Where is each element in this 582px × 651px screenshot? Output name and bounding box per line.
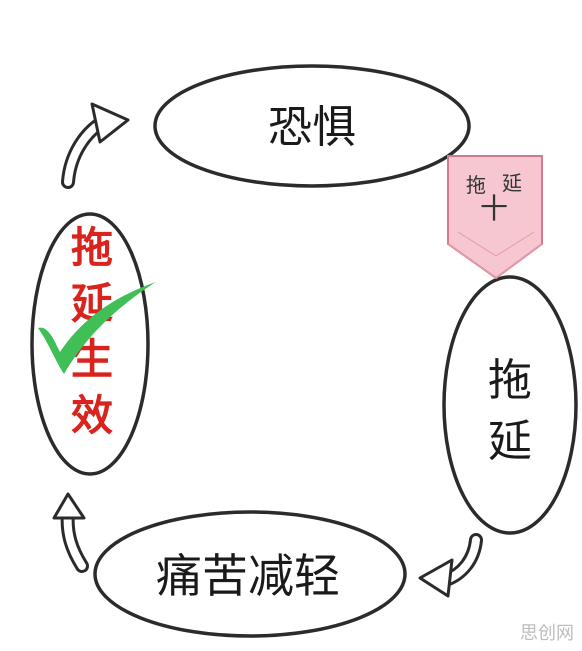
- effective-label-4: 效: [71, 391, 113, 440]
- fear-node: [153, 64, 471, 188]
- check-mark-icon: [38, 282, 156, 374]
- procrastinate-label-1: 拖: [488, 355, 532, 406]
- tag-text-left: 拖: [466, 173, 486, 197]
- procrastinate-node: [442, 275, 578, 535]
- effective-label-1: 拖: [71, 223, 113, 272]
- pain-relief-node: [93, 510, 407, 638]
- effective-node: [30, 212, 150, 476]
- arrow-effective-to-fear-icon: [61, 102, 130, 189]
- procrastinate-label-2: 延: [488, 416, 532, 467]
- procrastination-tag: 拖 延 十: [447, 155, 543, 280]
- arrow-pain-to-effective-icon: [52, 492, 89, 573]
- arrow-procrastinate-to-pain-icon: [418, 533, 483, 598]
- fear-label: 恐惧: [268, 102, 356, 153]
- tag-text-right: 延: [502, 171, 522, 195]
- watermark: 思创网: [520, 623, 574, 644]
- tag-mark: 十: [480, 192, 508, 225]
- pain-relief-label: 痛苦减轻: [156, 549, 340, 603]
